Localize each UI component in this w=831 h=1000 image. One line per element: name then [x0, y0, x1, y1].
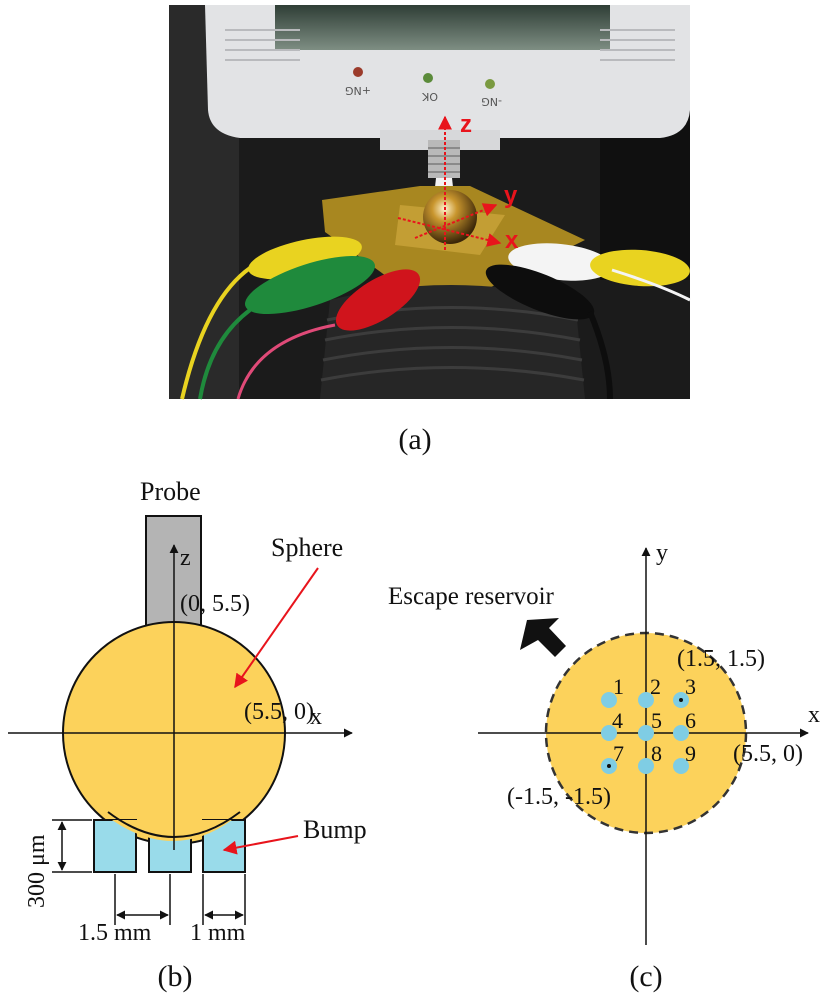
c-point-ll: (-1.5, -1.5) — [507, 784, 611, 810]
x-axis-arrow — [397, 217, 502, 247]
clip-black — [485, 264, 595, 320]
led-ng-minus — [485, 79, 495, 89]
c-point-right: (5.5, 0) — [733, 741, 803, 767]
dot-5 — [638, 725, 654, 741]
dot-8 — [638, 758, 654, 774]
lcd-screen — [275, 5, 610, 50]
dot-number-6: 6 — [685, 708, 696, 733]
sphere-pointer — [234, 567, 319, 689]
clip-red — [335, 269, 421, 331]
sphere-label: Sphere — [271, 533, 343, 562]
y-axis-arrow — [414, 203, 498, 239]
steel-sphere — [423, 190, 477, 244]
bump-pointer — [222, 835, 299, 855]
led-ng-plus — [353, 67, 363, 77]
dot-number-7: 7 — [613, 741, 624, 766]
width-dim-label: 1 mm — [190, 920, 246, 946]
probe-label: Probe — [140, 477, 201, 506]
escape-arrow — [520, 618, 566, 657]
dot-number-1: 1 — [613, 674, 624, 699]
dot-6 — [673, 725, 689, 741]
b-x-label: x — [310, 704, 322, 730]
dot-2 — [638, 692, 654, 708]
wire-yellow-left — [180, 266, 252, 400]
clip-yellow-right — [590, 249, 690, 287]
photo-panel: +NG OK -NG — [169, 5, 691, 400]
photo-x-label: x — [505, 227, 519, 254]
c-x-label: x — [808, 702, 820, 728]
tester-device: +NG OK -NG — [205, 5, 690, 150]
gap-dim-label: 1.5 mm — [78, 920, 152, 946]
wire-pink — [236, 323, 336, 400]
caption-c: (c) — [629, 960, 662, 993]
bump-label: Bump — [303, 815, 367, 844]
indicator-right-label: -NG — [481, 95, 502, 108]
photo-z-label: z — [460, 111, 472, 138]
b-top-point: (0, 5.5) — [180, 591, 250, 617]
c-point-ur: (1.5, 1.5) — [677, 646, 765, 672]
dot-1 — [601, 692, 617, 708]
b-right-point: (5.5, 0) — [244, 699, 314, 725]
dot-number-3: 3 — [685, 674, 696, 699]
led-ok — [423, 73, 433, 83]
clip-green — [245, 256, 375, 314]
dot-number-8: 8 — [651, 741, 662, 766]
dot-number-4: 4 — [612, 708, 623, 733]
clip-yellow-left — [248, 236, 362, 280]
dot-4 — [601, 725, 617, 741]
indicator-left-label: +NG — [345, 84, 371, 97]
escape-label: Escape reservoir — [388, 583, 555, 610]
marker-7 — [607, 764, 611, 768]
vent-lines — [225, 29, 675, 61]
wire-black — [587, 310, 613, 400]
photo-y-label: y — [504, 182, 518, 209]
dot-number-2: 2 — [650, 674, 661, 699]
caption-a: (a) — [398, 423, 431, 456]
b-z-label: z — [180, 545, 191, 571]
panel-b-diagram: Probe z Sphere (0, 5.5) (5.5, 0) x Bump … — [8, 477, 367, 946]
wire-white — [611, 268, 691, 302]
dot-number-9: 9 — [685, 741, 696, 766]
dot-number-5: 5 — [651, 708, 662, 733]
marker-3 — [679, 698, 683, 702]
dot-9 — [673, 758, 689, 774]
indicator-mid-label: OK — [421, 90, 438, 103]
c-y-label: y — [656, 540, 668, 566]
height-dim-label: 300 μm — [24, 834, 50, 908]
caption-b: (b) — [158, 960, 193, 993]
panel-c-diagram: Escape reservoir y x (1.5, 1.5) (5.5, 0)… — [388, 540, 820, 945]
contact-dots — [601, 692, 689, 774]
wire-green — [198, 308, 252, 400]
